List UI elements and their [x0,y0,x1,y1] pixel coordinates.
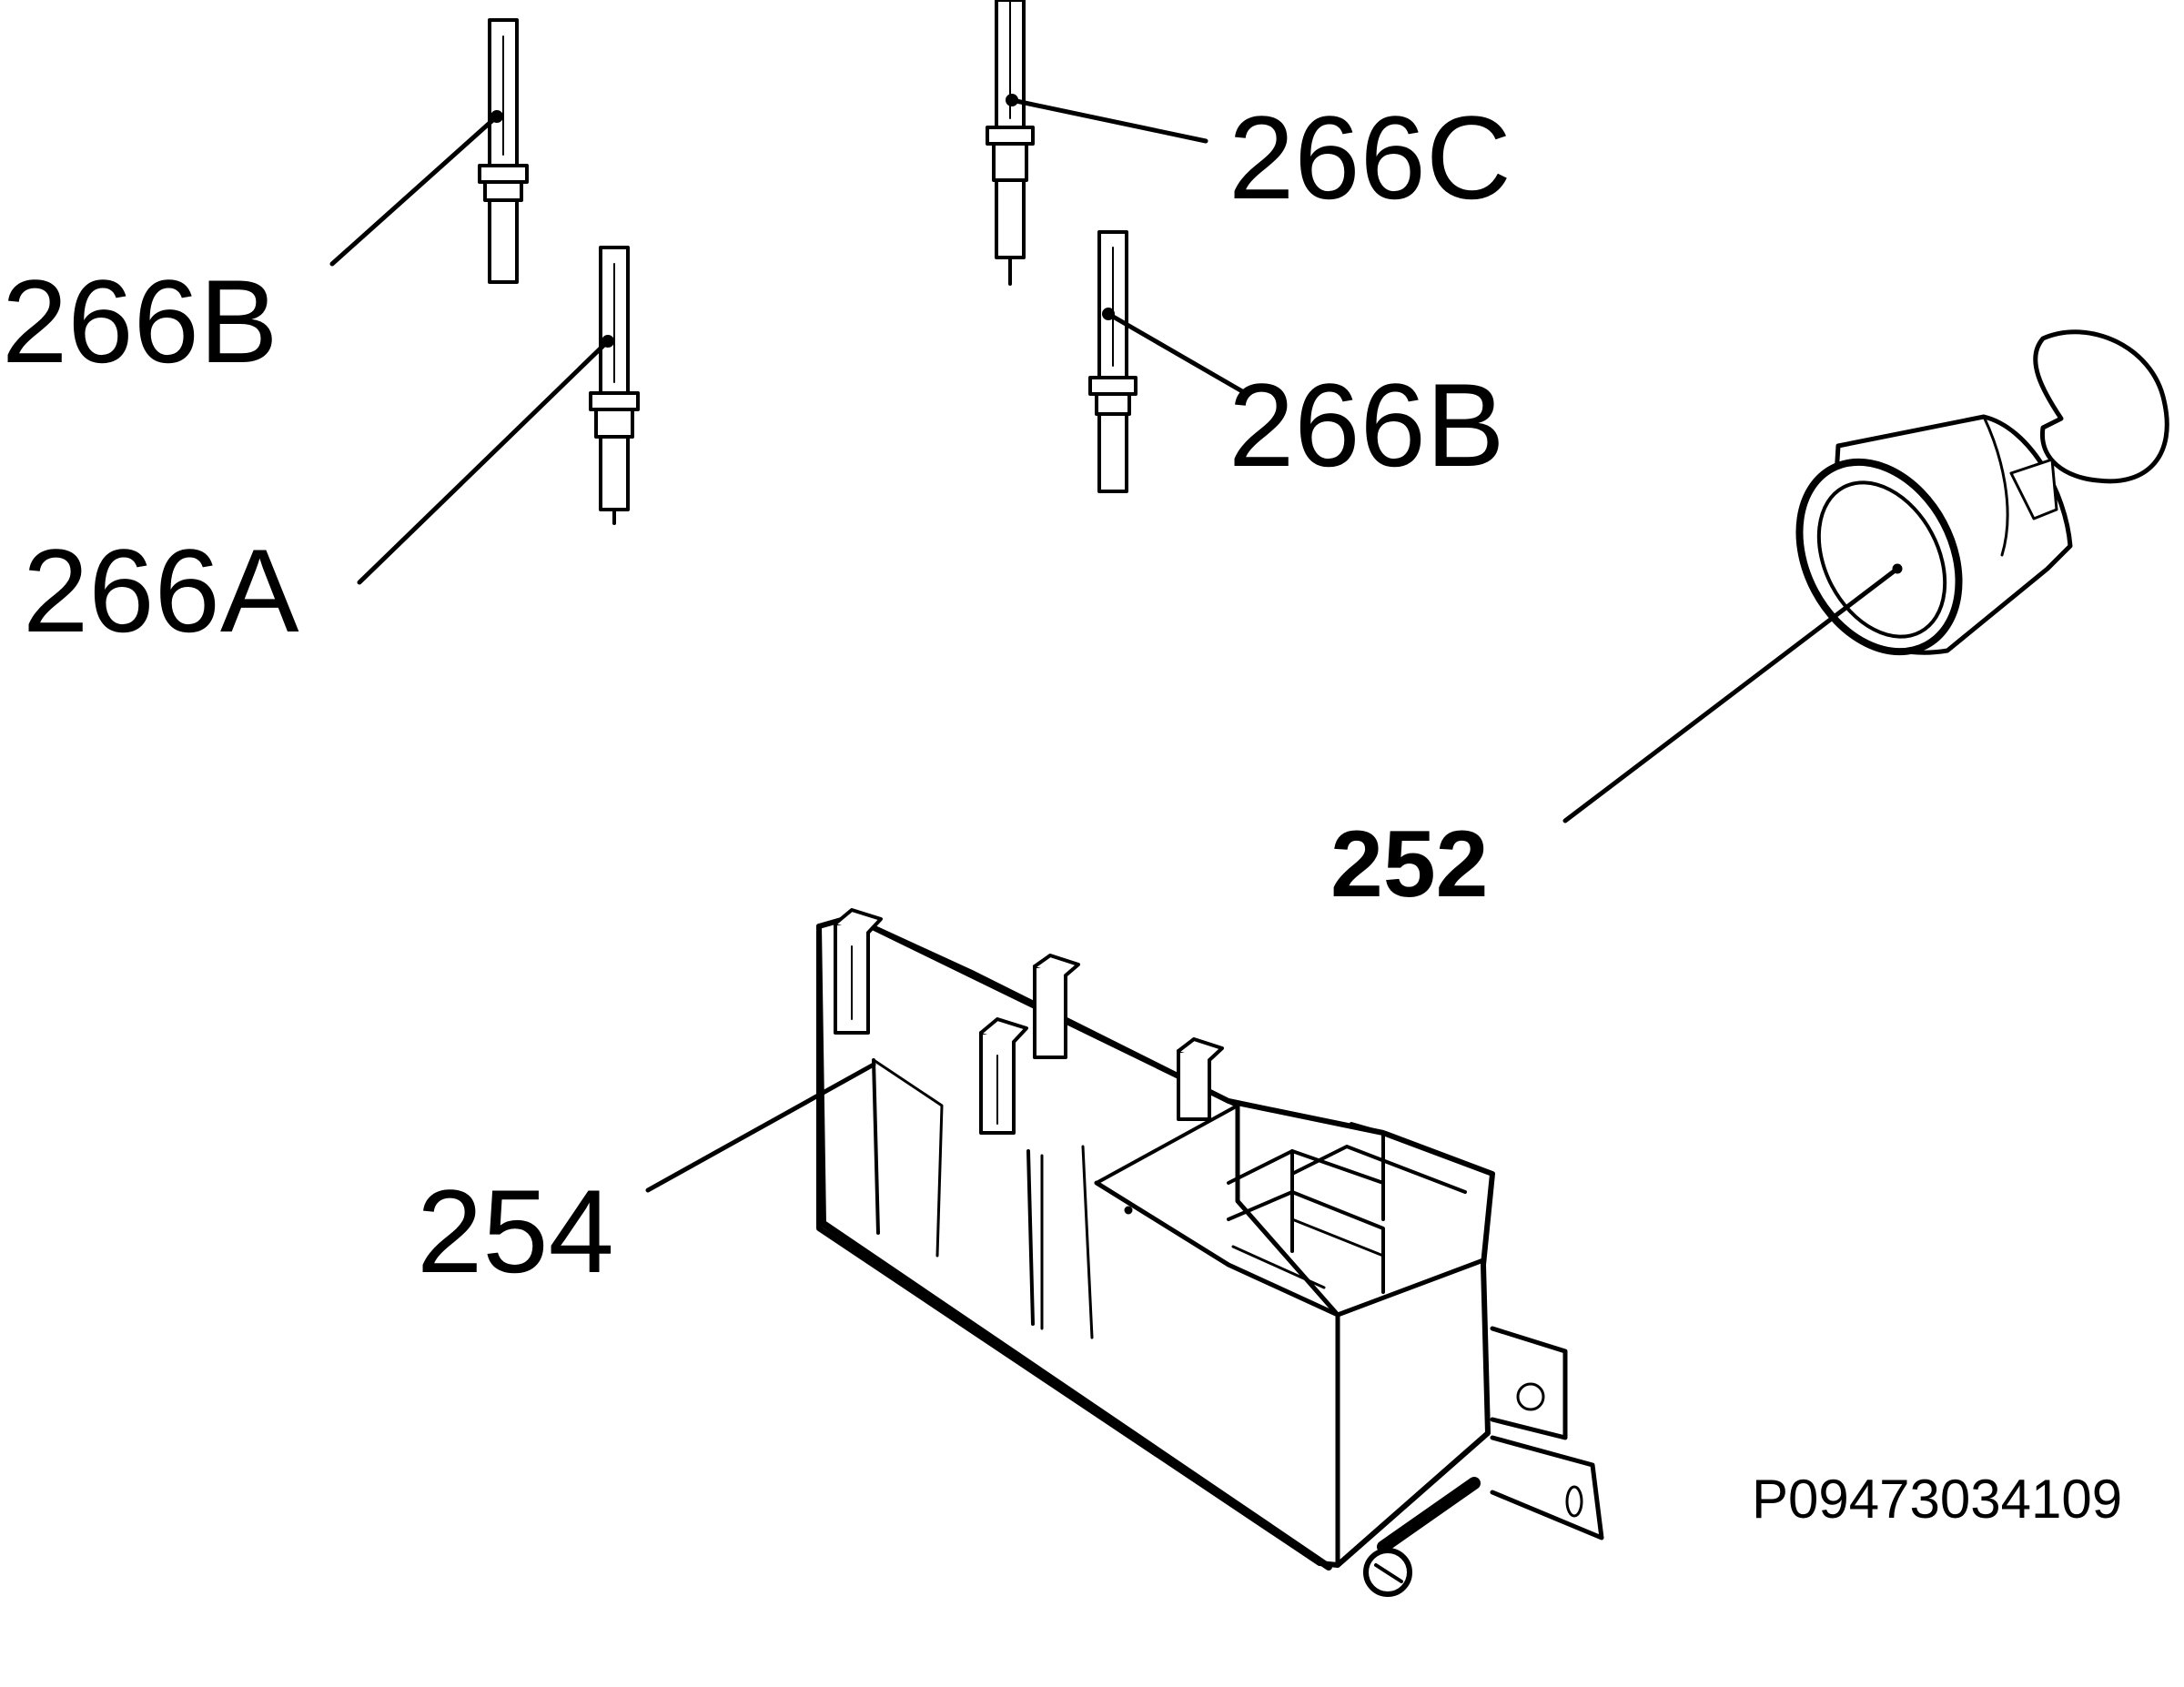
callout-266b-left: 266B [2,255,278,388]
callout-254: 254 [417,1165,614,1298]
ignition-electrode-266c [986,0,1035,286]
callout-266b-right: 266B [1228,359,1505,491]
callout-266a: 266A [23,524,299,657]
leader-266b-left [329,114,500,267]
ignition-electrode-266b-left [478,18,529,284]
ignition-electrode-266b-right [1088,230,1138,493]
callout-252: 252 [1330,812,1489,917]
leader-254 [645,1062,876,1193]
leader-266c [1009,97,1208,144]
leader-266b-right [1106,311,1245,394]
callout-266c: 266C [1228,91,1512,224]
leader-266a [357,338,611,585]
ignition-electrode-266a [589,246,640,525]
leader-252 [1562,566,1900,823]
ignition-generator-254 [816,908,1604,1597]
drawing-code: P09473034109 [1752,1469,2122,1530]
ignition-push-button-252 [1795,329,2169,656]
